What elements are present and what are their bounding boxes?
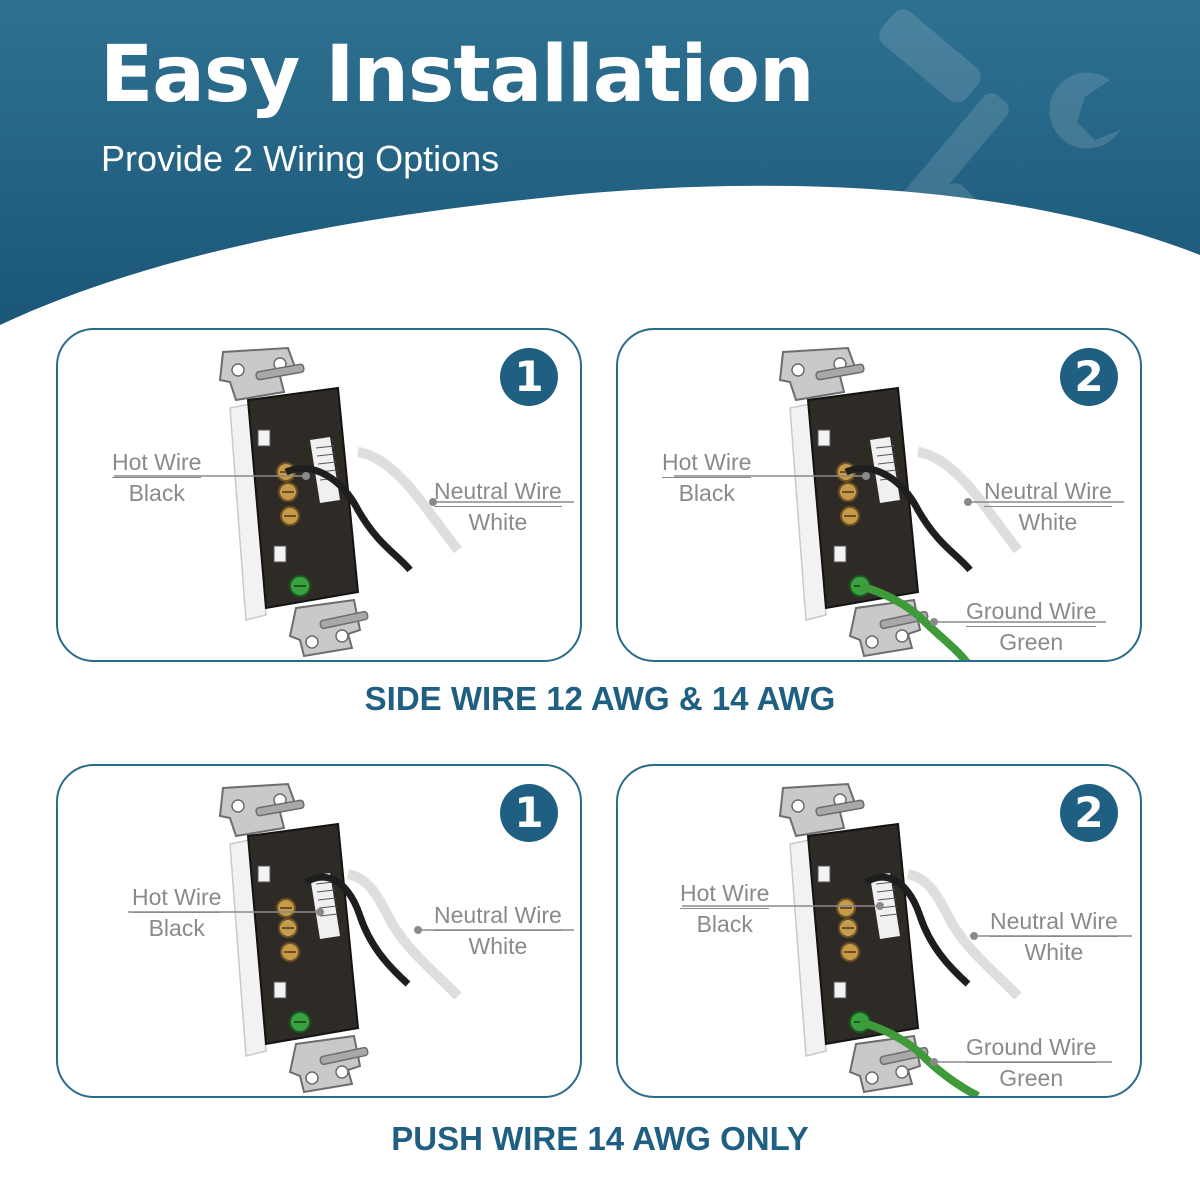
neutral-wire-color: White — [1024, 939, 1084, 965]
neutral-wire-label: Neutral Wire White — [984, 476, 1112, 537]
hot-wire-name: Hot Wire — [132, 882, 222, 913]
hot-wire-name: Hot Wire — [662, 447, 752, 478]
neutral-wire-color: White — [468, 509, 528, 535]
ground-wire-label: Ground Wire Green — [966, 596, 1097, 657]
ground-wire-color: Green — [999, 1065, 1064, 1091]
outlet-side-wire-illustration — [114, 347, 574, 657]
push-wire-section-title: PUSH WIRE 14 AWG ONLY — [391, 1120, 809, 1157]
hot-wire-label: Hot Wire Black — [112, 447, 202, 508]
wrench-screwdriver-icon — [879, 9, 1120, 315]
outlet-side-wire-ground-illustration — [674, 347, 1124, 660]
ground-wire-name: Ground Wire — [966, 1032, 1097, 1063]
neutral-wire-name: Neutral Wire — [984, 476, 1112, 507]
neutral-wire-color: White — [468, 933, 528, 959]
hot-wire-color: Black — [678, 480, 735, 506]
neutral-wire-label: Neutral Wire White — [434, 476, 562, 537]
page-title: Easy Installation — [100, 30, 814, 120]
ground-wire-color: Green — [999, 629, 1064, 655]
header-banner: Easy Installation Provide 2 Wiring Optio… — [0, 0, 1200, 340]
neutral-wire-color: White — [1018, 509, 1078, 535]
option-number-badge: 2 — [1060, 784, 1118, 842]
push-wire-option-2-panel: 2 Hot Wire Black Neutral Wire White Grou… — [616, 764, 1142, 1098]
side-wire-option-2-panel: 2 Hot Wire Black Neutral Wire White Grou… — [616, 328, 1142, 662]
option-number-badge: 2 — [1060, 348, 1118, 406]
hot-wire-name: Hot Wire — [680, 878, 770, 909]
neutral-wire-name: Neutral Wire — [434, 476, 562, 507]
neutral-wire-name: Neutral Wire — [434, 900, 562, 931]
header-background — [0, 0, 1200, 325]
push-wire-option-1-panel: 1 Hot Wire Black Neutral Wire White — [56, 764, 582, 1098]
hot-wire-label: Hot Wire Black — [662, 447, 752, 508]
hot-wire-color: Black — [128, 480, 185, 506]
page-subtitle: Provide 2 Wiring Options — [101, 138, 500, 179]
hot-wire-name: Hot Wire — [112, 447, 202, 478]
side-wire-option-1-panel: 1 Hot Wire Black Neutral Wire White — [56, 328, 582, 662]
ground-wire-label: Ground Wire Green — [966, 1032, 1097, 1093]
ground-wire-name: Ground Wire — [966, 596, 1097, 627]
option-number-badge: 1 — [500, 784, 558, 842]
hot-wire-label: Hot Wire Black — [680, 878, 770, 939]
side-wire-section-title: SIDE WIRE 12 AWG & 14 AWG — [364, 680, 836, 717]
hot-wire-label: Hot Wire Black — [132, 882, 222, 943]
neutral-wire-label: Neutral Wire White — [434, 900, 562, 961]
neutral-wire-name: Neutral Wire — [990, 906, 1118, 937]
hot-wire-color: Black — [696, 911, 753, 937]
neutral-wire-label: Neutral Wire White — [990, 906, 1118, 967]
hot-wire-color: Black — [148, 915, 205, 941]
option-number-badge: 1 — [500, 348, 558, 406]
